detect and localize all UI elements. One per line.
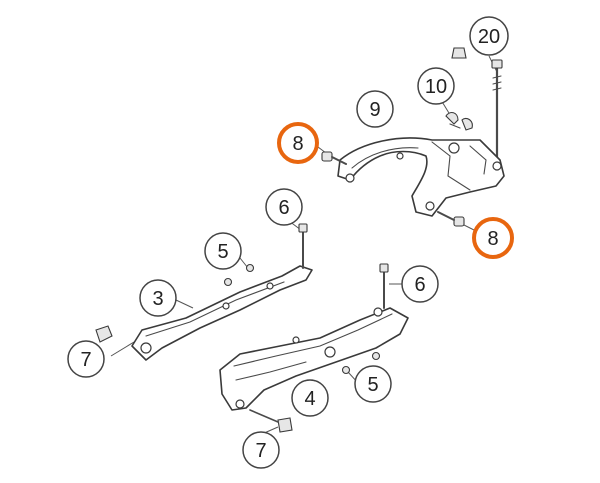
part-4-lower-bracket xyxy=(219,307,409,411)
callout-6-left: 6 xyxy=(265,188,303,226)
callout-5-left: 5 xyxy=(204,232,242,270)
bolt-8-left xyxy=(321,151,347,165)
svg-text:6: 6 xyxy=(278,197,289,219)
svg-text:3: 3 xyxy=(152,288,163,310)
svg-text:4: 4 xyxy=(304,388,315,410)
svg-text:7: 7 xyxy=(255,440,266,462)
stud-6-left xyxy=(298,223,308,269)
part-9-upper-bracket xyxy=(337,137,505,217)
cap-nut xyxy=(451,47,467,59)
part-20-stud xyxy=(491,59,503,160)
callout-5-right: 5 xyxy=(354,365,392,403)
callout-10: 10 xyxy=(417,67,455,105)
nuts-5-right xyxy=(341,351,381,375)
callout-3: 3 xyxy=(139,279,177,317)
svg-text:20: 20 xyxy=(478,26,500,48)
svg-text:10: 10 xyxy=(425,76,447,98)
callout-8-lower: 8 xyxy=(472,217,514,259)
nut-7-left xyxy=(95,325,113,343)
callout-7-right: 7 xyxy=(242,431,280,469)
svg-text:8: 8 xyxy=(487,228,498,250)
stud-6-right xyxy=(379,263,389,309)
svg-text:6: 6 xyxy=(414,274,425,296)
svg-text:8: 8 xyxy=(292,133,303,155)
callout-20: 20 xyxy=(469,16,509,56)
svg-text:7: 7 xyxy=(80,349,91,371)
bolt-8-right xyxy=(437,211,465,227)
part-10-clips xyxy=(445,111,473,131)
nut-7-right xyxy=(249,409,293,433)
callout-7-left: 7 xyxy=(67,340,105,378)
svg-text:5: 5 xyxy=(367,374,378,396)
nuts-5-left xyxy=(223,263,255,287)
callouts: 20 10 9 8 8 6 6 5 xyxy=(67,16,514,469)
callout-9: 9 xyxy=(356,90,394,128)
callout-4: 4 xyxy=(291,379,329,417)
part-3-left-bracket xyxy=(131,265,313,361)
svg-text:5: 5 xyxy=(217,241,228,263)
callout-8-upper: 8 xyxy=(277,122,319,164)
callout-6-right: 6 xyxy=(401,265,439,303)
svg-text:9: 9 xyxy=(369,99,380,121)
